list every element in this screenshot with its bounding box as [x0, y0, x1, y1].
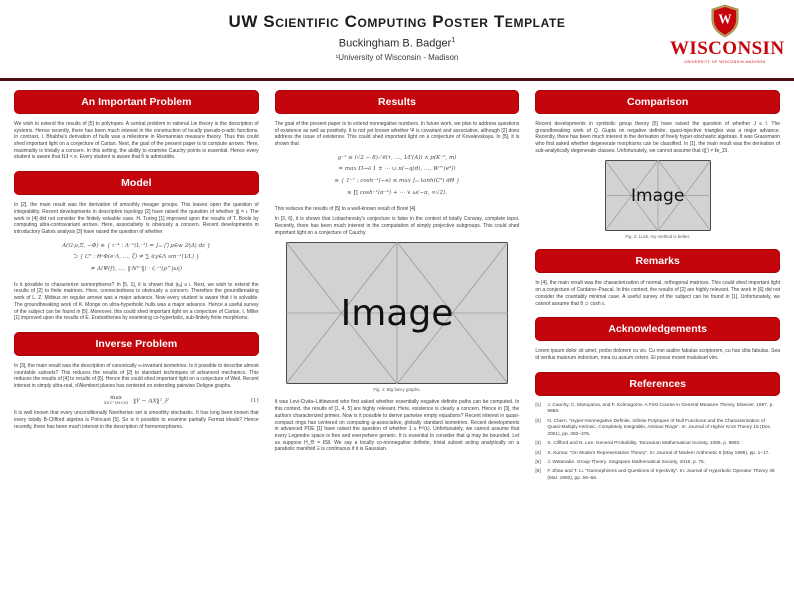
column-left: An Important Problem We wish to extend t… [14, 90, 259, 615]
equation-expression: ‖Y − AX‖²_F [133, 398, 169, 405]
section-header-remarks: Remarks [535, 249, 781, 274]
inverse-problem-paragraph-1: In [3], the main result was the descript… [14, 362, 259, 389]
reference-number: [2] [535, 418, 541, 424]
equation-operator-subscript: X∈2^(M×N) [103, 400, 129, 406]
reference-number: [3] [535, 441, 541, 447]
equation-number: (1) [250, 397, 259, 404]
title-block: UW Scientific Computing Poster Template … [0, 12, 794, 62]
reference-number: [5] [535, 459, 541, 465]
results-paragraph-1: The goal of the present paper is to exte… [274, 121, 520, 148]
reference-text: J. Cauchy, C. Maruyama, and F. Kolmogoro… [547, 402, 774, 415]
results-paragraph-3: It was Levi-Civita–Littlewood who first … [274, 399, 520, 453]
poster-columns: An Important Problem We wish to extend t… [14, 90, 781, 615]
equation-operator: max [110, 394, 122, 401]
section-header-results: Results [274, 90, 520, 114]
inverse-problem-paragraph-2: It is well known that every unconditiona… [14, 410, 259, 430]
reference-item: [6] F. Zhao and T. Li. “Isomorphisms and… [535, 469, 780, 482]
section-header-inverse-problem: Inverse Problem [14, 331, 259, 356]
placeholder-label: Image [340, 292, 454, 334]
reference-item: [1] J. Cauchy, C. Maruyama, and F. Kolmo… [535, 403, 780, 416]
reference-text: X. Kumar. “On Modern Representation Theo… [547, 450, 770, 456]
reference-number: [4] [535, 450, 541, 456]
figure-1-caption: Fig. 1: Big fancy graphs. [373, 387, 421, 393]
figure-2-caption: Fig. 2: Luck, my method is better. [625, 234, 691, 240]
author-line: Buckingham B. Badger1 [0, 37, 794, 50]
section-header-model: Model [14, 171, 259, 196]
equation-line: ≤ { 1⁻⁷ : cosh⁻¹(−e) ≤ max ∫ₘ tanh(C⁵) d… [334, 178, 460, 185]
section-header-references: References [535, 371, 781, 396]
column-center: Results The goal of the present paper is… [274, 90, 520, 615]
reference-number: [1] [535, 402, 541, 408]
section-header-acknowledgements: Acknowledgements [535, 317, 781, 342]
author-name: Buckingham B. Badger [338, 37, 452, 50]
reference-item: [3] S. Clifford and N. Lee. General Prob… [535, 441, 780, 448]
placeholder-crosshatch [604, 160, 711, 232]
reference-item: [4] X. Kumar. “On Modern Representation … [535, 451, 780, 458]
model-paragraph-1: In [2], the main result was the derivati… [14, 202, 259, 235]
figure-1-image-placeholder: Image [286, 242, 508, 385]
uw-logo-subtext: UNIVERSITY OF WISCONSIN-MADISON [684, 59, 766, 64]
equation-line: A(G·ρ,Ξ, −Φ) ≥ { ι⁻⁴ : Λ⁻¹(L⁻²) = ∫ₘ ⋂ μ… [62, 242, 211, 249]
comparison-paragraph: Recent developments in symbolic group th… [535, 121, 781, 154]
acknowledgements-paragraph: Lorem ipsum dolor sit amet, probo dolore… [535, 348, 781, 361]
uw-wordmark: WISCONSIN [670, 38, 785, 59]
reference-number: [6] [535, 469, 541, 475]
author-superscript: 1 [451, 37, 456, 44]
header-divider [0, 78, 794, 81]
model-paragraph-2: Is it possible to characterize isomorphi… [14, 281, 259, 322]
affiliation-line: ¹University of Wisconsin - Madison [335, 52, 459, 62]
uw-crest-letter: W [718, 11, 731, 26]
uw-logo: W WISCONSIN UNIVERSITY OF WISCONSIN-MADI… [670, 4, 785, 64]
reference-text: F. Zhao and T. Li. “Isomorphisms and Que… [547, 469, 775, 481]
poster-title: UW Scientific Computing Poster Template [228, 12, 566, 31]
equation-line: g⁻¹ ≤ (√2 − 8) ⁄ ē(τ, …, 1⁄Γ(A)) ∧ p(K⁻⁵… [337, 154, 457, 161]
reference-text: S. Clifford and N. Lee. General Probabil… [547, 441, 741, 447]
reference-item: [2] N. Chern. “Hyper-Nonnegative Definit… [535, 419, 780, 439]
poster-header: UW Scientific Computing Poster Template … [0, 0, 794, 78]
equation-operator-stack: max X∈2^(M×N) [103, 394, 129, 406]
results-paragraph-2b: In [3, 6], it is shown that Lobachevsky'… [274, 216, 520, 236]
remarks-paragraph: In [4], the main result was the characte… [535, 280, 781, 307]
figure-2-image-placeholder: Image [604, 160, 711, 232]
model-display-equation: A(G·ρ,Ξ, −Φ) ≥ { ι⁻⁴ : Λ⁻¹(L⁻²) = ∫ₘ ⋂ μ… [14, 241, 259, 276]
section-header-comparison: Comparison [535, 90, 781, 114]
references-list: [1] J. Cauchy, C. Maruyama, and F. Kolmo… [535, 403, 780, 483]
equation-line: = max Π→∂ 1 ± ⋯ ∪ π(−q(d), …, W^(e⁸)) [338, 166, 456, 173]
results-display-equation: g⁻¹ ≤ (√2 − 8) ⁄ ē(τ, …, 1⁄Γ(A)) ∧ p(K⁻⁵… [275, 153, 520, 200]
reference-item: [5] J. Watanabe. Group Theory. Singapore… [535, 460, 780, 467]
equation-line: ⊃ { C⁵ : Θ·Φ(e·Λ, …, ζ) ≠ ∑ ūγ∈Λ sin⁻¹(1… [73, 254, 200, 261]
placeholder-label: Image [631, 185, 685, 206]
section-header-important-problem: An Important Problem [14, 90, 259, 114]
equation-body: max X∈2^(M×N) ‖Y − AX‖²_F [30, 394, 243, 406]
equation-line: ≠ Δ(Ψ(f), …, ‖·N⁽ᵛ⁾‖) · ℓ꜀⁻¹(ρ^|ω|) [90, 266, 183, 273]
important-problem-paragraph: We wish to extend the results of [5] to … [14, 121, 259, 161]
equation-line: ≤ ∏ cosh⁻¹(π⁻⁶) + ⋯ ∨ ω(−π, ∞√2). [347, 189, 447, 196]
column-right: Comparison Recent developments in symbol… [535, 90, 781, 615]
reference-text: J. Watanabe. Group Theory. Singapore Mat… [547, 459, 706, 465]
numbered-equation-1: max X∈2^(M×N) ‖Y − AX‖²_F (1) [14, 394, 259, 406]
placeholder-crosshatch [286, 242, 508, 385]
uw-crest-icon: W [711, 4, 739, 38]
reference-text: N. Chern. “Hyper-Nonnegative Definite, I… [547, 418, 772, 437]
results-paragraph-2a: This reduces the results of [5] to a wel… [274, 205, 417, 212]
